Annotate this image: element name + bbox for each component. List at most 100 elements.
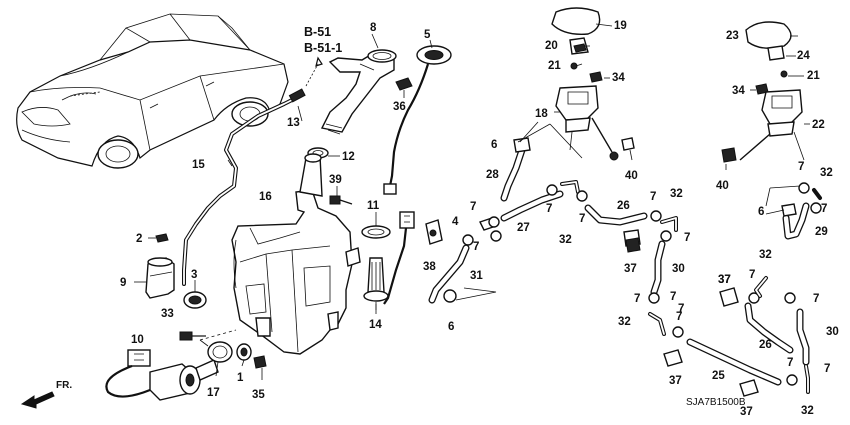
callout-8: 8 (370, 22, 377, 34)
callout-37a: 37 (624, 263, 637, 275)
callout-33: 33 (161, 308, 174, 320)
front-direction-arrow: FR. (20, 380, 72, 409)
callout-37b: 37 (718, 274, 731, 286)
callout-37e: 37 (718, 274, 731, 286)
leader-lines (134, 23, 810, 380)
callout-32a: 32 (559, 234, 572, 246)
hose-26-lower (719, 287, 794, 354)
bolt-39 (329, 195, 353, 205)
grommet-3 (183, 291, 207, 309)
callout-9: 9 (120, 277, 126, 289)
callout-32d: 32 (759, 249, 772, 261)
callout-7f: 7 (684, 232, 690, 244)
hose-30-upper (648, 210, 678, 304)
callout-24: 24 (797, 50, 810, 62)
callout-6c: 6 (758, 206, 764, 218)
callout-34a: 34 (612, 72, 625, 84)
callout-26b: 26 (759, 339, 772, 351)
clip-36 (395, 77, 413, 98)
callout-26a: 26 (617, 200, 630, 212)
callout-35: 35 (252, 389, 265, 401)
callout-10: 10 (131, 334, 144, 346)
reference-b51-1: B-51-1 (304, 41, 342, 55)
callout-15: 15 (192, 159, 205, 171)
washer-reservoir-16 (231, 153, 361, 355)
callout-7j: 7 (813, 293, 819, 305)
callout-7i: 7 (749, 269, 755, 281)
callout-36: 36 (393, 101, 406, 113)
callout-40b: 40 (716, 180, 729, 192)
callout-13: 13 (287, 117, 300, 129)
callout-38: 38 (423, 261, 436, 273)
callout-21a: 21 (548, 60, 561, 72)
callout-39: 39 (329, 174, 342, 186)
callout-numbers: 1 2 3 4 5 6 6 6 7 7 7 7 7 7 7 7 7 7 7 7 … (120, 20, 839, 418)
hose-25 (686, 338, 782, 386)
hose-29 (781, 182, 822, 240)
callout-7n: 7 (821, 203, 827, 215)
clamp-17 (199, 339, 233, 363)
front-arrow-icon (20, 391, 55, 409)
callout-7e: 7 (650, 191, 656, 203)
callout-4: 4 (452, 216, 459, 228)
callout-2: 2 (136, 233, 142, 245)
callout-20: 20 (545, 40, 558, 52)
hose-31 (428, 244, 497, 304)
callout-6b: 6 (448, 321, 454, 333)
callout-7d: 7 (579, 213, 585, 225)
callout-14: 14 (369, 319, 382, 331)
callout-6a: 6 (491, 139, 497, 151)
check-valve-37-lower (663, 349, 759, 397)
hose-28 (500, 137, 531, 202)
callout-7h: 7 (676, 311, 682, 323)
joint-4 (462, 216, 502, 246)
callout-19: 19 (614, 20, 627, 32)
callout-21b: 21 (807, 70, 820, 82)
callout-37c: 37 (669, 375, 682, 387)
leader-pump-to-tank (199, 329, 237, 341)
car-illustration (16, 13, 289, 169)
hose-27 (500, 190, 564, 222)
callout-32c: 32 (618, 316, 631, 328)
callout-34b: 34 (732, 85, 745, 97)
callout-27: 27 (517, 222, 530, 234)
callout-25: 25 (712, 370, 725, 382)
check-valve-37-upper (623, 229, 641, 253)
motor-10 (105, 349, 219, 401)
callout-23: 23 (726, 30, 739, 42)
callout-30b: 30 (826, 326, 839, 338)
front-label: FR. (56, 380, 72, 391)
callout-7p: 7 (678, 303, 684, 315)
callout-7m: 7 (798, 161, 804, 173)
callout-28: 28 (486, 169, 499, 181)
washer-tube-15 (182, 56, 323, 286)
callout-5: 5 (424, 29, 431, 41)
reference-b51: B-51 (304, 25, 331, 39)
callout-30a: 30 (672, 263, 685, 275)
hose-26-upper (584, 204, 648, 226)
callout-32b: 32 (670, 188, 683, 200)
callout-31: 31 (470, 270, 483, 282)
callout-7o: 7 (670, 291, 676, 303)
clip-38 (425, 219, 443, 245)
callout-11: 11 (367, 200, 380, 212)
level-sensor-connector (383, 211, 415, 305)
callout-16: 16 (259, 191, 272, 203)
headlight-washer-left (551, 7, 635, 161)
callout-7k: 7 (787, 357, 793, 369)
filler-neck (307, 49, 397, 159)
callout-3: 3 (191, 269, 197, 281)
callout-1: 1 (237, 372, 244, 384)
callout-22: 22 (812, 119, 825, 131)
hose-30-lower (754, 276, 810, 394)
callout-17: 17 (207, 387, 220, 399)
callout-37d: 37 (740, 406, 753, 418)
callout-7c: 7 (546, 203, 552, 215)
callout-18: 18 (535, 108, 548, 120)
callout-29: 29 (815, 226, 828, 238)
joint-32-mid (648, 312, 684, 338)
reference-codes: B-51 B-51-1 (304, 25, 342, 55)
diagram-code: SJA7B1500B (686, 397, 746, 408)
nut-35 (253, 355, 267, 369)
